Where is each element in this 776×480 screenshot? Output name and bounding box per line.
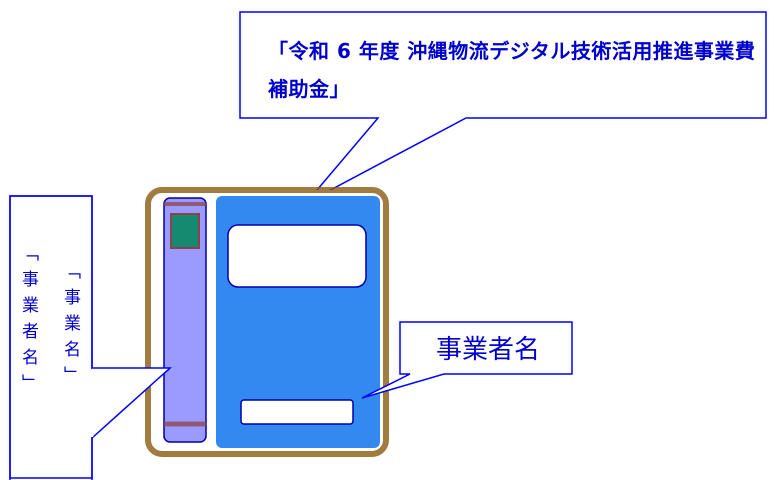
top-callout-text: 「令和 6 年度 沖縄物流デジタル技術活用推進事業費補助金」: [268, 39, 756, 101]
spine-label: [170, 213, 200, 249]
project-callout-pointer: [91, 367, 172, 439]
project-callout-outline: [9, 195, 93, 480]
operator-callout-text: 事業者名: [435, 334, 540, 365]
project-name-vertical-text: 「事業名」: [60, 262, 80, 392]
operator-callout-box: [361, 321, 573, 399]
top-callout-box: [239, 11, 767, 204]
operator-name-vertical-text: 「事業者名」: [18, 244, 38, 400]
binder-spine: [163, 197, 207, 443]
cover-title-plate: [227, 224, 367, 288]
cover-name-plate: [240, 399, 354, 425]
